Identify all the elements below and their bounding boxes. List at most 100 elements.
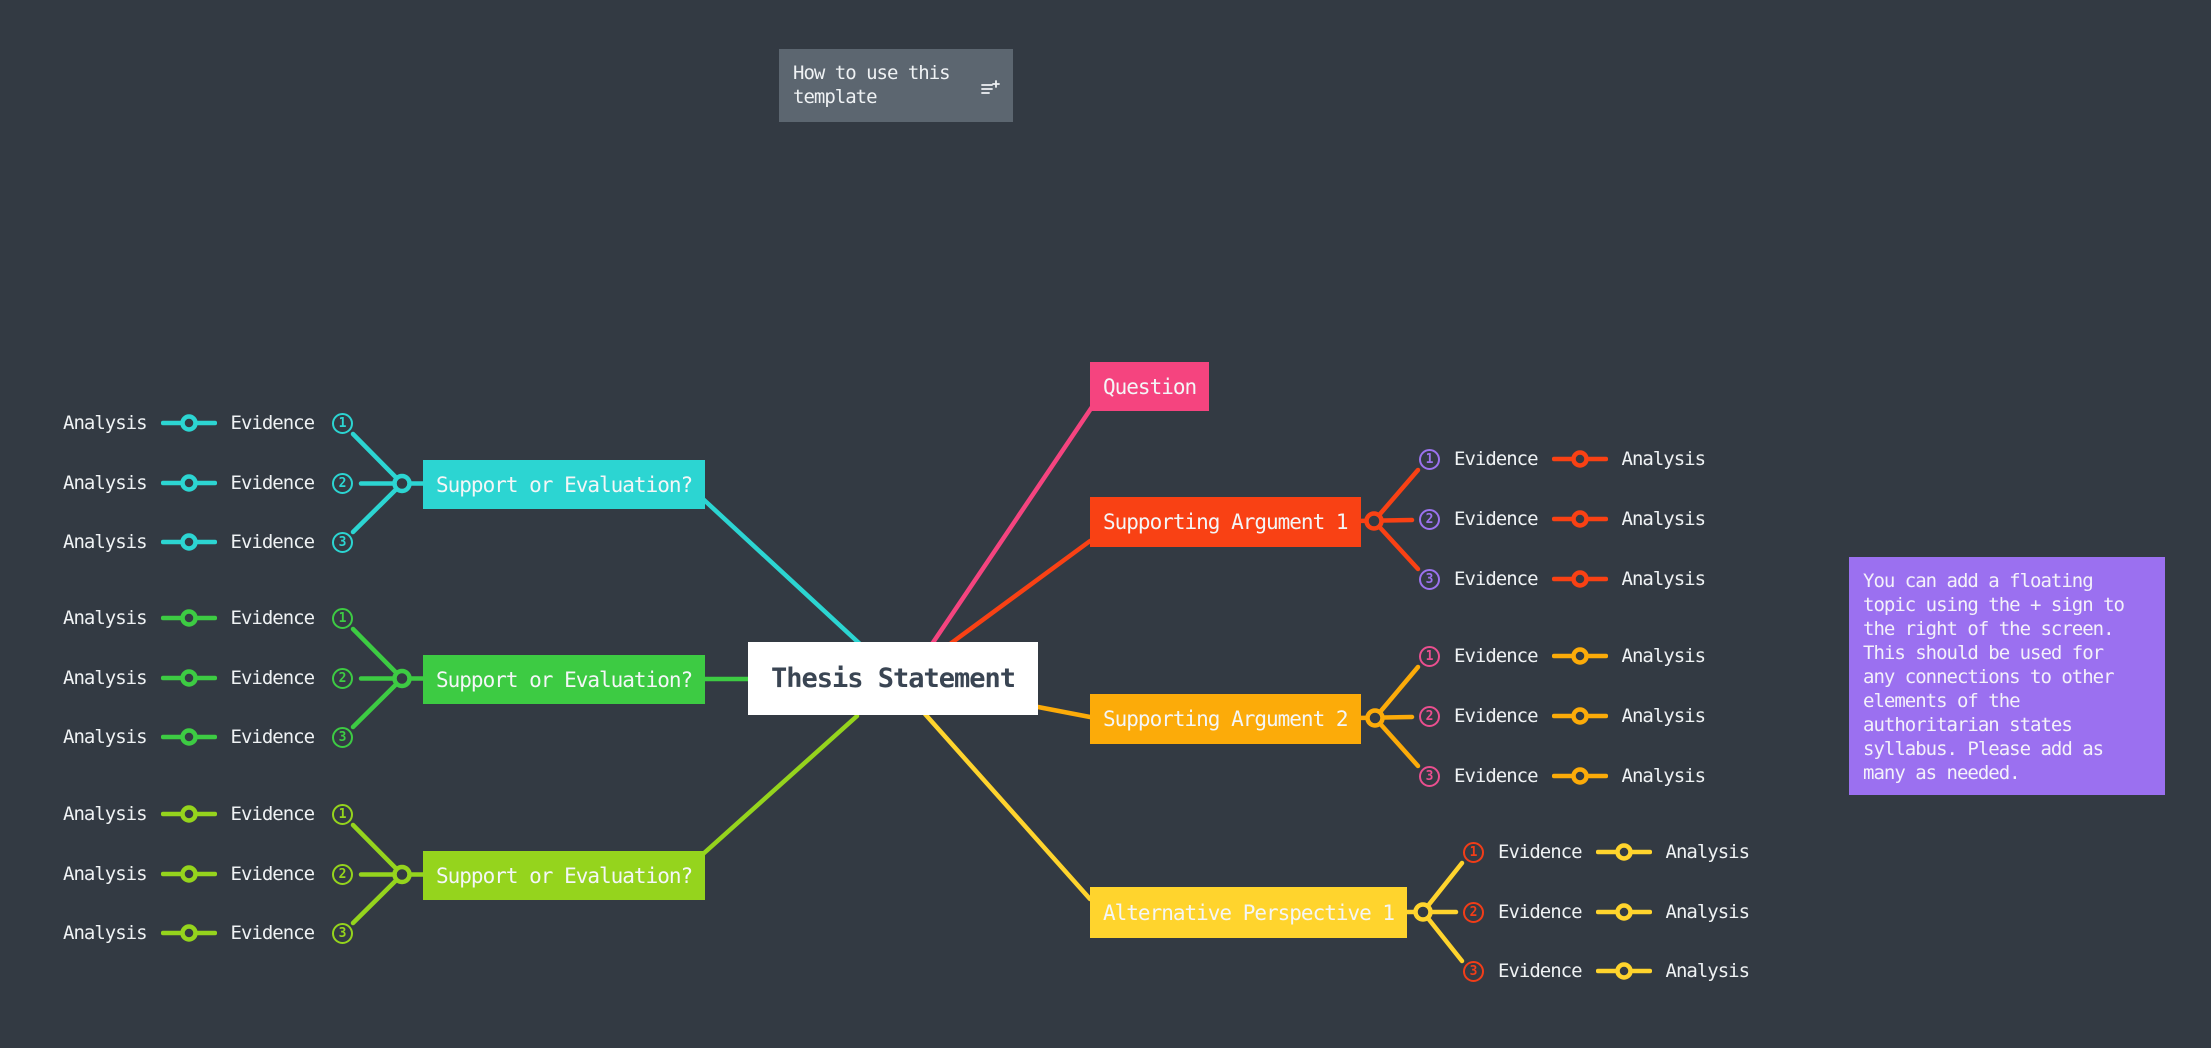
branch-lines-alternative-perspective-1 <box>922 711 1465 964</box>
evidence-label[interactable]: Evidence <box>230 412 316 434</box>
note-line: any connections to other <box>1863 666 2115 688</box>
tree-line <box>350 431 405 486</box>
topic-supporting-argument-2[interactable]: Supporting Argument 2 <box>1090 694 1361 744</box>
leaf-row: Analysis Evidence 3 <box>63 921 354 945</box>
analysis-label[interactable]: Analysis <box>63 922 148 944</box>
evidence-analysis-connector <box>1595 962 1652 980</box>
evidence-analysis-connector <box>160 414 217 432</box>
topic-support-or-evaluation-2[interactable]: Support or Evaluation? <box>423 655 706 704</box>
analysis-label[interactable]: Analysis <box>1621 508 1707 530</box>
evidence-number-badge: 3 <box>332 531 354 553</box>
analysis-label[interactable]: Analysis <box>1621 568 1707 590</box>
branch-lines-support-1 <box>350 431 863 647</box>
analysis-label[interactable]: Analysis <box>1621 448 1707 470</box>
note-line: This should be used for <box>1863 642 2104 664</box>
topic-supporting-argument-1[interactable]: Supporting Argument 1 <box>1090 497 1361 547</box>
evidence-label[interactable]: Evidence <box>230 531 316 553</box>
leaf-row: Analysis Evidence 1 <box>63 411 354 435</box>
evidence-label[interactable]: Evidence <box>230 472 316 494</box>
evidence-analysis-connector <box>1595 903 1652 921</box>
tree-line <box>1371 518 1421 572</box>
tree-line <box>350 676 405 730</box>
evidence-label[interactable]: Evidence <box>1454 448 1539 470</box>
evidence-label[interactable]: Evidence <box>230 863 316 885</box>
tree-line <box>350 872 405 926</box>
collapse-node[interactable] <box>1365 708 1385 728</box>
collapse-node[interactable] <box>392 668 412 689</box>
evidence-number-badge: 1 <box>1463 841 1484 863</box>
note-line: topic using the + sign to <box>1863 594 2125 616</box>
note-line: You can add a floating <box>1863 570 2094 592</box>
analysis-label[interactable]: Analysis <box>63 803 148 825</box>
tree-line <box>1372 664 1421 721</box>
leaf-row: 2 Evidence Analysis <box>1463 900 1751 924</box>
analysis-label[interactable]: Analysis <box>63 667 148 689</box>
evidence-label[interactable]: Evidence <box>1454 765 1539 787</box>
note-line: authoritarian states <box>1863 714 2073 736</box>
evidence-label[interactable]: Evidence <box>1498 960 1583 982</box>
evidence-label[interactable]: Evidence <box>230 726 316 748</box>
evidence-label[interactable]: Evidence <box>230 667 316 689</box>
central-topic-thesis-statement[interactable]: Thesis Statement <box>748 642 1038 715</box>
tree-line <box>350 626 405 681</box>
evidence-label[interactable]: Evidence <box>1454 568 1539 590</box>
analysis-label[interactable]: Analysis <box>1621 645 1707 667</box>
evidence-label[interactable]: Evidence <box>1498 901 1583 923</box>
leaf-row: 3 Evidence Analysis <box>1463 959 1751 983</box>
leaf-row: 3 Evidence Analysis <box>1419 567 1707 591</box>
evidence-label[interactable]: Evidence <box>1454 508 1539 530</box>
analysis-label[interactable]: Analysis <box>63 726 148 748</box>
evidence-analysis-connector <box>160 533 217 551</box>
evidence-number-badge: 1 <box>332 607 354 629</box>
evidence-number-badge: 3 <box>1419 765 1440 787</box>
analysis-label[interactable]: Analysis <box>63 607 148 629</box>
analysis-label[interactable]: Analysis <box>1665 960 1751 982</box>
evidence-number-badge: 2 <box>332 667 354 689</box>
collapse-node[interactable] <box>1413 902 1433 922</box>
evidence-label[interactable]: Evidence <box>1454 705 1539 727</box>
analysis-label[interactable]: Analysis <box>1621 705 1707 727</box>
leaf-row: Analysis Evidence 3 <box>63 725 354 749</box>
evidence-label[interactable]: Evidence <box>230 803 316 825</box>
note-line: the right of the screen. <box>1863 618 2115 640</box>
topic-support-or-evaluation-1[interactable]: Support or Evaluation? <box>423 460 706 509</box>
evidence-label[interactable]: Evidence <box>1498 841 1583 863</box>
evidence-analysis-connector <box>1551 647 1608 665</box>
evidence-analysis-connector <box>1551 510 1608 528</box>
analysis-label[interactable]: Analysis <box>63 412 148 434</box>
topic-support-or-evaluation-3[interactable]: Support or Evaluation? <box>423 851 706 900</box>
topic-question[interactable]: Question <box>1090 362 1210 411</box>
analysis-label[interactable]: Analysis <box>1665 841 1751 863</box>
leaf-row: 1 Evidence Analysis <box>1419 644 1707 668</box>
add-note-icon[interactable] <box>981 78 1001 98</box>
evidence-label[interactable]: Evidence <box>1454 645 1539 667</box>
evidence-analysis-connector <box>160 728 217 746</box>
evidence-analysis-connector <box>1595 843 1652 861</box>
branch-lines-support-3 <box>350 713 860 926</box>
analysis-label[interactable]: Analysis <box>63 863 148 885</box>
analysis-label[interactable]: Analysis <box>1665 901 1751 923</box>
collapse-node[interactable] <box>392 864 412 885</box>
collapse-node[interactable] <box>392 473 412 494</box>
evidence-number-badge: 1 <box>1419 448 1440 470</box>
analysis-label[interactable]: Analysis <box>63 531 148 553</box>
evidence-label[interactable]: Evidence <box>230 922 316 944</box>
template-help-note[interactable]: How to use this template <box>779 49 1013 122</box>
tree-line <box>350 822 405 877</box>
evidence-analysis-connector <box>160 805 217 823</box>
leaf-row: 3 Evidence Analysis <box>1419 764 1707 788</box>
tree-line <box>1372 715 1421 769</box>
floating-topic-note[interactable]: You can add a floating topic using the +… <box>1849 557 2165 795</box>
branch-lines-supporting-argument-1 <box>947 467 1421 647</box>
evidence-number-badge: 3 <box>1463 960 1484 982</box>
evidence-analysis-connector <box>160 865 217 883</box>
branch-lines-question <box>929 404 1095 647</box>
template-help-label: How to use this template <box>793 62 951 108</box>
evidence-label[interactable]: Evidence <box>230 607 316 629</box>
topic-alternative-perspective-1[interactable]: Alternative Perspective 1 <box>1090 887 1408 938</box>
leaf-row: Analysis Evidence 3 <box>63 530 354 554</box>
analysis-label[interactable]: Analysis <box>63 472 148 494</box>
collapse-node[interactable] <box>1364 511 1384 531</box>
evidence-number-badge: 3 <box>332 726 354 748</box>
analysis-label[interactable]: Analysis <box>1621 765 1707 787</box>
